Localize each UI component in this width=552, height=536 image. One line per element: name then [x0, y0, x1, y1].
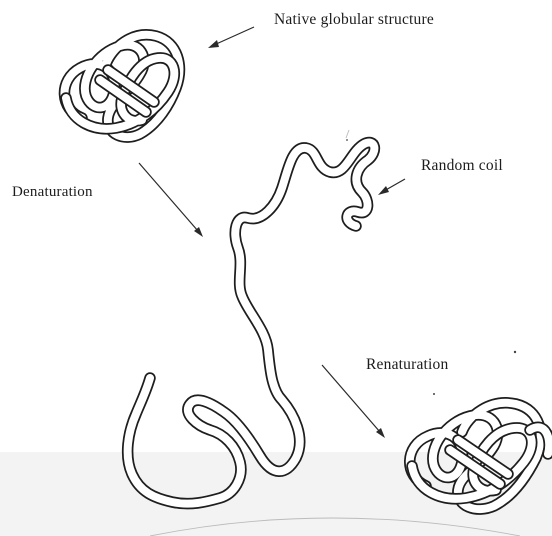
label-random-coil: Random coil	[421, 157, 503, 174]
scan-mark	[346, 130, 349, 138]
native-globular-structure	[64, 35, 179, 137]
label-denaturation: Denaturation	[12, 184, 93, 200]
label-native-globular-structure: Native globular structure	[274, 11, 434, 28]
random-coil-chain	[128, 143, 375, 504]
arrow-denaturation	[139, 163, 203, 237]
scan-speck	[346, 139, 348, 141]
arrow-native	[208, 27, 254, 48]
scan-speck	[433, 393, 435, 395]
arrow-renaturation	[322, 365, 385, 438]
arrow-random-coil	[378, 179, 405, 195]
label-renaturation: Renaturation	[366, 356, 449, 373]
scan-speck	[514, 351, 516, 353]
